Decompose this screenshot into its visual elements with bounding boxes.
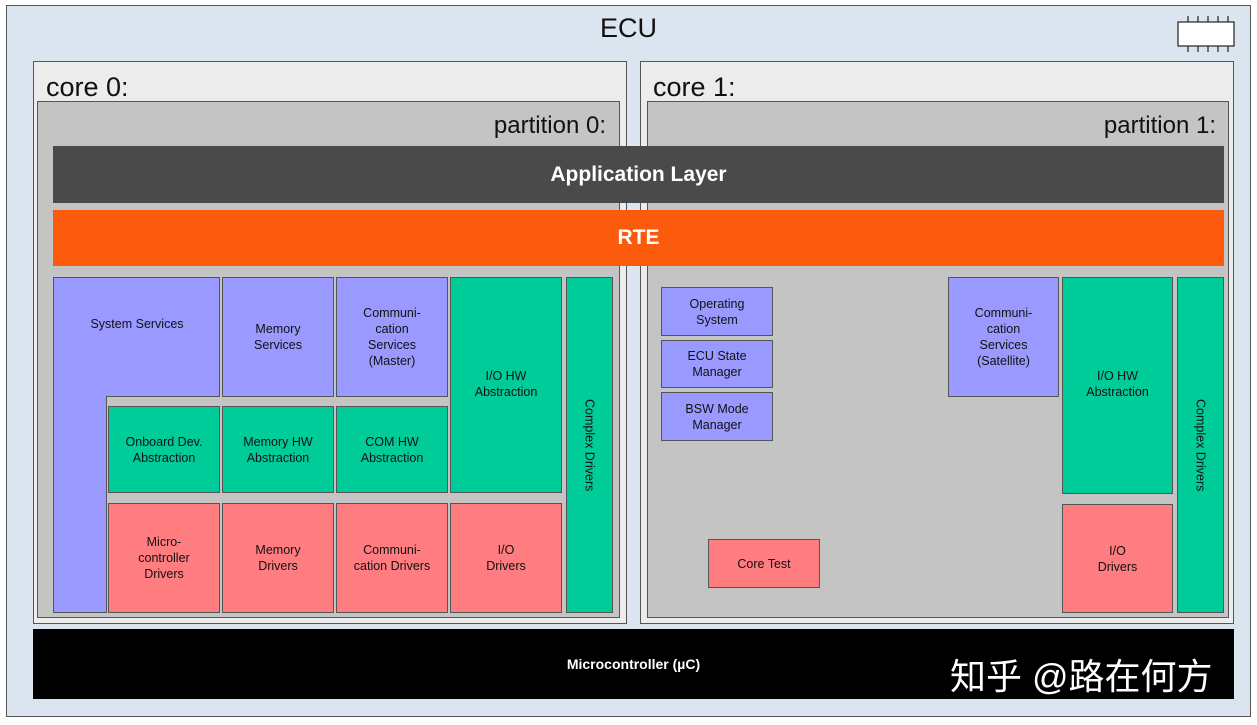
partition-1-title: partition 1: xyxy=(1103,112,1216,139)
core-1-title: core 1: xyxy=(653,72,736,102)
complex-drivers-core0: Complex Drivers xyxy=(566,277,613,613)
microcontroller-label: Microcontroller (µC) xyxy=(566,656,701,672)
communication-drivers: Communi- cation Drivers xyxy=(336,503,448,613)
memory-hw-abstraction: Memory HW Abstraction xyxy=(222,406,334,493)
io-hw-abstraction-core0: I/O HW Abstraction xyxy=(450,277,562,493)
bsw-mode-manager: BSW Mode Manager xyxy=(661,392,773,441)
operating-system: Operating System xyxy=(661,287,773,336)
communication-services-satellite: Communi- cation Services (Satellite) xyxy=(948,277,1059,397)
com-hw-abstraction: COM HW Abstraction xyxy=(336,406,448,493)
io-drivers-core1: I/O Drivers xyxy=(1062,504,1173,613)
memory-drivers: Memory Drivers xyxy=(222,503,334,613)
system-services-label: System Services xyxy=(90,317,184,331)
core-0-title: core 0: xyxy=(46,72,129,102)
io-hw-abstraction-core1: I/O HW Abstraction xyxy=(1062,277,1173,494)
io-hw-abstraction-core0-label: I/O HW Abstraction xyxy=(474,369,538,399)
core-test: Core Test xyxy=(708,539,820,588)
application-layer: Application Layer xyxy=(53,146,1224,203)
onboard-dev-abstraction: Onboard Dev. Abstraction xyxy=(108,406,220,493)
complex-drivers-core0-label: Complex Drivers xyxy=(582,398,597,492)
chip-icon xyxy=(1177,16,1235,52)
complex-drivers-core1: Complex Drivers xyxy=(1177,277,1224,613)
rte-layer: RTE xyxy=(53,210,1224,266)
communication-services-master: Communi- cation Services (Master) xyxy=(336,277,448,397)
ecu-state-manager: ECU State Manager xyxy=(661,340,773,388)
microcontroller-drivers: Micro- controller Drivers xyxy=(108,503,220,613)
microcontroller-layer xyxy=(33,629,1234,699)
partition-0-title: partition 0: xyxy=(493,112,606,139)
complex-drivers-core1-label: Complex Drivers xyxy=(1193,398,1208,492)
ecu-title: ECU xyxy=(599,13,657,43)
system-services-block xyxy=(53,277,220,613)
io-drivers-core0: I/O Drivers xyxy=(450,503,562,613)
watermark: 知乎 @路在何方 xyxy=(950,656,1213,697)
memory-services: Memory Services xyxy=(222,277,334,397)
io-hw-abstraction-core1-label: I/O HW Abstraction xyxy=(1086,369,1149,399)
